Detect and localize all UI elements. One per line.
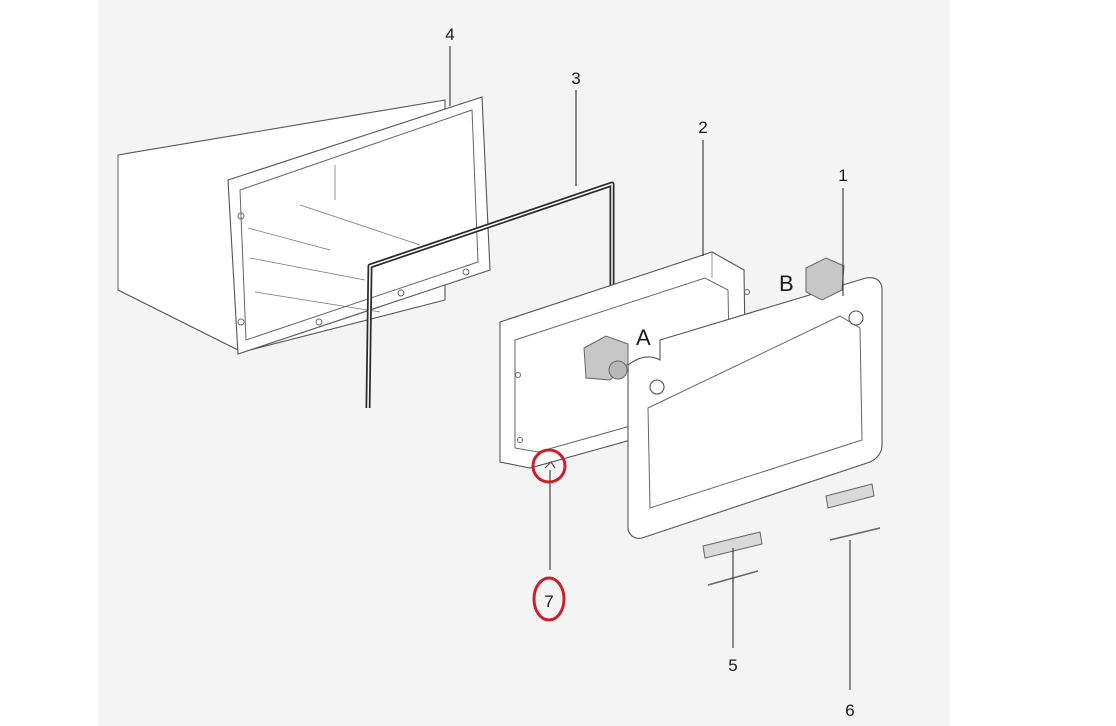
box-interior-line	[254, 291, 381, 313]
part-1-trim-frame	[627, 277, 883, 539]
highlight-marks	[531, 448, 567, 622]
callout-numbers: 4 3 2 1 5 6 7	[445, 25, 854, 720]
box-opening	[239, 109, 479, 341]
inner-frame-hole	[517, 437, 523, 443]
box-interior-line	[249, 257, 366, 281]
callout-4: 4	[445, 25, 454, 44]
clip-5	[702, 531, 763, 559]
inner-frame-hole	[744, 289, 750, 295]
detail-letter-b: B	[779, 271, 794, 296]
box-interior-line	[299, 204, 421, 246]
inner-frame-hole	[515, 372, 521, 378]
box-screw-hole	[315, 318, 323, 326]
box-interior-line	[247, 227, 331, 251]
seal-inner	[367, 183, 613, 409]
pin-6	[829, 527, 881, 541]
latch-a-knob	[608, 360, 628, 380]
part-6-clip	[825, 483, 881, 541]
box-screw-hole	[397, 289, 405, 297]
callout-1: 1	[838, 166, 847, 185]
detail-b-latch: B	[779, 257, 845, 301]
part-3-seal	[365, 181, 615, 409]
callout-7: 7	[544, 592, 553, 611]
box-screw-hole	[237, 212, 245, 220]
box-screw-hole	[462, 268, 470, 276]
callout-6: 6	[845, 701, 854, 720]
callout-2: 2	[698, 118, 707, 137]
callout-5: 5	[728, 656, 737, 675]
detail-letter-a: A	[636, 325, 651, 350]
part-4-storage-box	[117, 96, 491, 355]
trim-frame-opening	[647, 315, 863, 509]
small-clip-7	[544, 461, 556, 469]
trim-frame-outer	[627, 277, 883, 539]
box-front-flange	[227, 96, 491, 355]
highlight-circle-clip	[531, 448, 567, 484]
trim-frame-hole	[649, 379, 665, 395]
latch-b-body	[805, 257, 845, 301]
leader-lines	[449, 46, 851, 690]
clip-6	[825, 483, 875, 509]
callout-3: 3	[571, 69, 580, 88]
highlight-circle-callout-7	[532, 576, 566, 622]
box-screw-hole	[237, 318, 245, 326]
detail-a-latch: A	[583, 325, 651, 381]
trim-frame-hole	[848, 310, 864, 326]
part-7-small-clip	[544, 461, 556, 469]
